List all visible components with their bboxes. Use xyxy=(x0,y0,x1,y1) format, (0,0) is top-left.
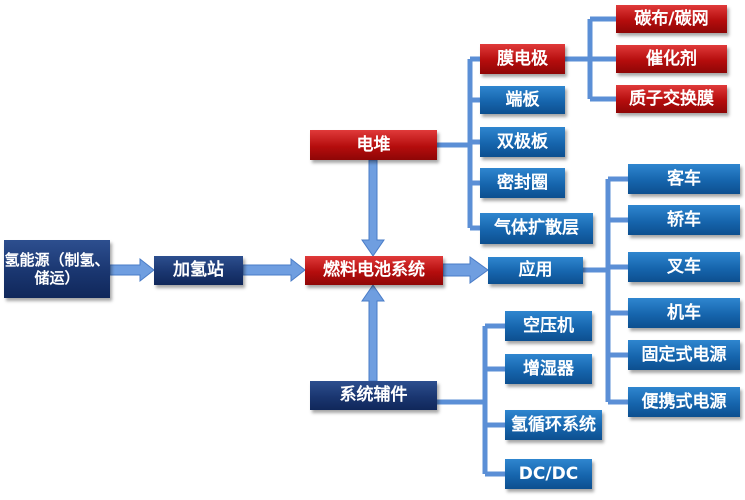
stack-child-label: 端板 xyxy=(505,89,540,110)
arrow-source-to-station xyxy=(109,257,155,283)
stack-child-end-plate: 端板 xyxy=(480,86,565,114)
mea-child-catalyst: 催化剂 xyxy=(616,45,727,73)
stack-child-label: 双极板 xyxy=(497,131,548,152)
application-child-label: 机车 xyxy=(667,302,701,323)
application-child-label: 客车 xyxy=(667,168,701,189)
bop-child-hydrogen-recirculation: 氢循环系统 xyxy=(505,410,602,440)
bop-child-label: 空压机 xyxy=(523,315,574,336)
hydrogen-station-label: 加氢站 xyxy=(173,260,224,281)
stack-bracket xyxy=(437,56,480,231)
bop-label: 系统辅件 xyxy=(339,385,408,406)
application-child-label: 便携式电源 xyxy=(641,391,727,412)
arrow-system-to-application xyxy=(442,256,489,284)
bop-child-label: 氢循环系统 xyxy=(511,414,596,435)
arrow-stack-to-system xyxy=(361,159,385,257)
application-label: 应用 xyxy=(518,260,553,281)
bop-child-dcdc: DC/DC xyxy=(505,459,592,489)
bop-bracket xyxy=(437,323,505,477)
arrow-station-to-system xyxy=(242,257,306,283)
application-child-bus: 客车 xyxy=(628,164,740,194)
application-child-label: 固定式电源 xyxy=(641,344,727,365)
fuel-cell-system-label: 燃料电池系统 xyxy=(323,260,425,281)
stack-child-label: 密封圈 xyxy=(497,172,548,193)
mea-child-pem: 质子交换膜 xyxy=(616,85,727,113)
bop-box: 系统辅件 xyxy=(310,381,437,410)
mea-child-label: 碳布/碳网 xyxy=(634,8,709,29)
hydrogen-source-label: 氢能源（制氢、储运） xyxy=(4,251,110,287)
mea-child-label: 催化剂 xyxy=(646,48,697,69)
arrow-bop-to-system xyxy=(361,284,385,382)
mea-child-label: 质子交换膜 xyxy=(629,88,714,109)
stack-child-mea: 膜电极 xyxy=(480,44,565,74)
bop-child-label: 增湿器 xyxy=(523,358,574,379)
mea-bracket xyxy=(565,16,616,102)
application-child-label: 轿车 xyxy=(667,209,701,230)
stack-child-seal: 密封圈 xyxy=(480,168,565,198)
bop-child-air-compressor: 空压机 xyxy=(505,311,592,341)
stack-child-label: 气体扩散层 xyxy=(494,218,579,239)
stack-label: 电堆 xyxy=(356,134,391,155)
application-child-locomotive: 机车 xyxy=(628,298,740,328)
application-child-car: 轿车 xyxy=(628,205,740,235)
bop-child-label: DC/DC xyxy=(518,463,579,484)
fuel-cell-system-box: 燃料电池系统 xyxy=(305,256,443,285)
application-child-forklift: 叉车 xyxy=(628,252,740,282)
mea-child-carbon-cloth: 碳布/碳网 xyxy=(616,5,727,33)
bop-child-humidifier: 增湿器 xyxy=(505,354,592,384)
stack-child-bipolar-plate: 双极板 xyxy=(480,127,565,157)
application-child-stationary-power: 固定式电源 xyxy=(628,340,740,370)
application-child-label: 叉车 xyxy=(667,256,701,277)
application-child-portable-power: 便携式电源 xyxy=(628,387,740,417)
hydrogen-source-box: 氢能源（制氢、储运） xyxy=(4,240,110,298)
stack-child-gas-diffusion-layer: 气体扩散层 xyxy=(480,213,593,244)
stack-child-label: 膜电极 xyxy=(497,48,548,69)
stack-box: 电堆 xyxy=(310,130,437,160)
application-box: 应用 xyxy=(488,257,583,284)
application-bracket xyxy=(583,176,628,405)
hydrogen-station-box: 加氢站 xyxy=(154,256,243,285)
